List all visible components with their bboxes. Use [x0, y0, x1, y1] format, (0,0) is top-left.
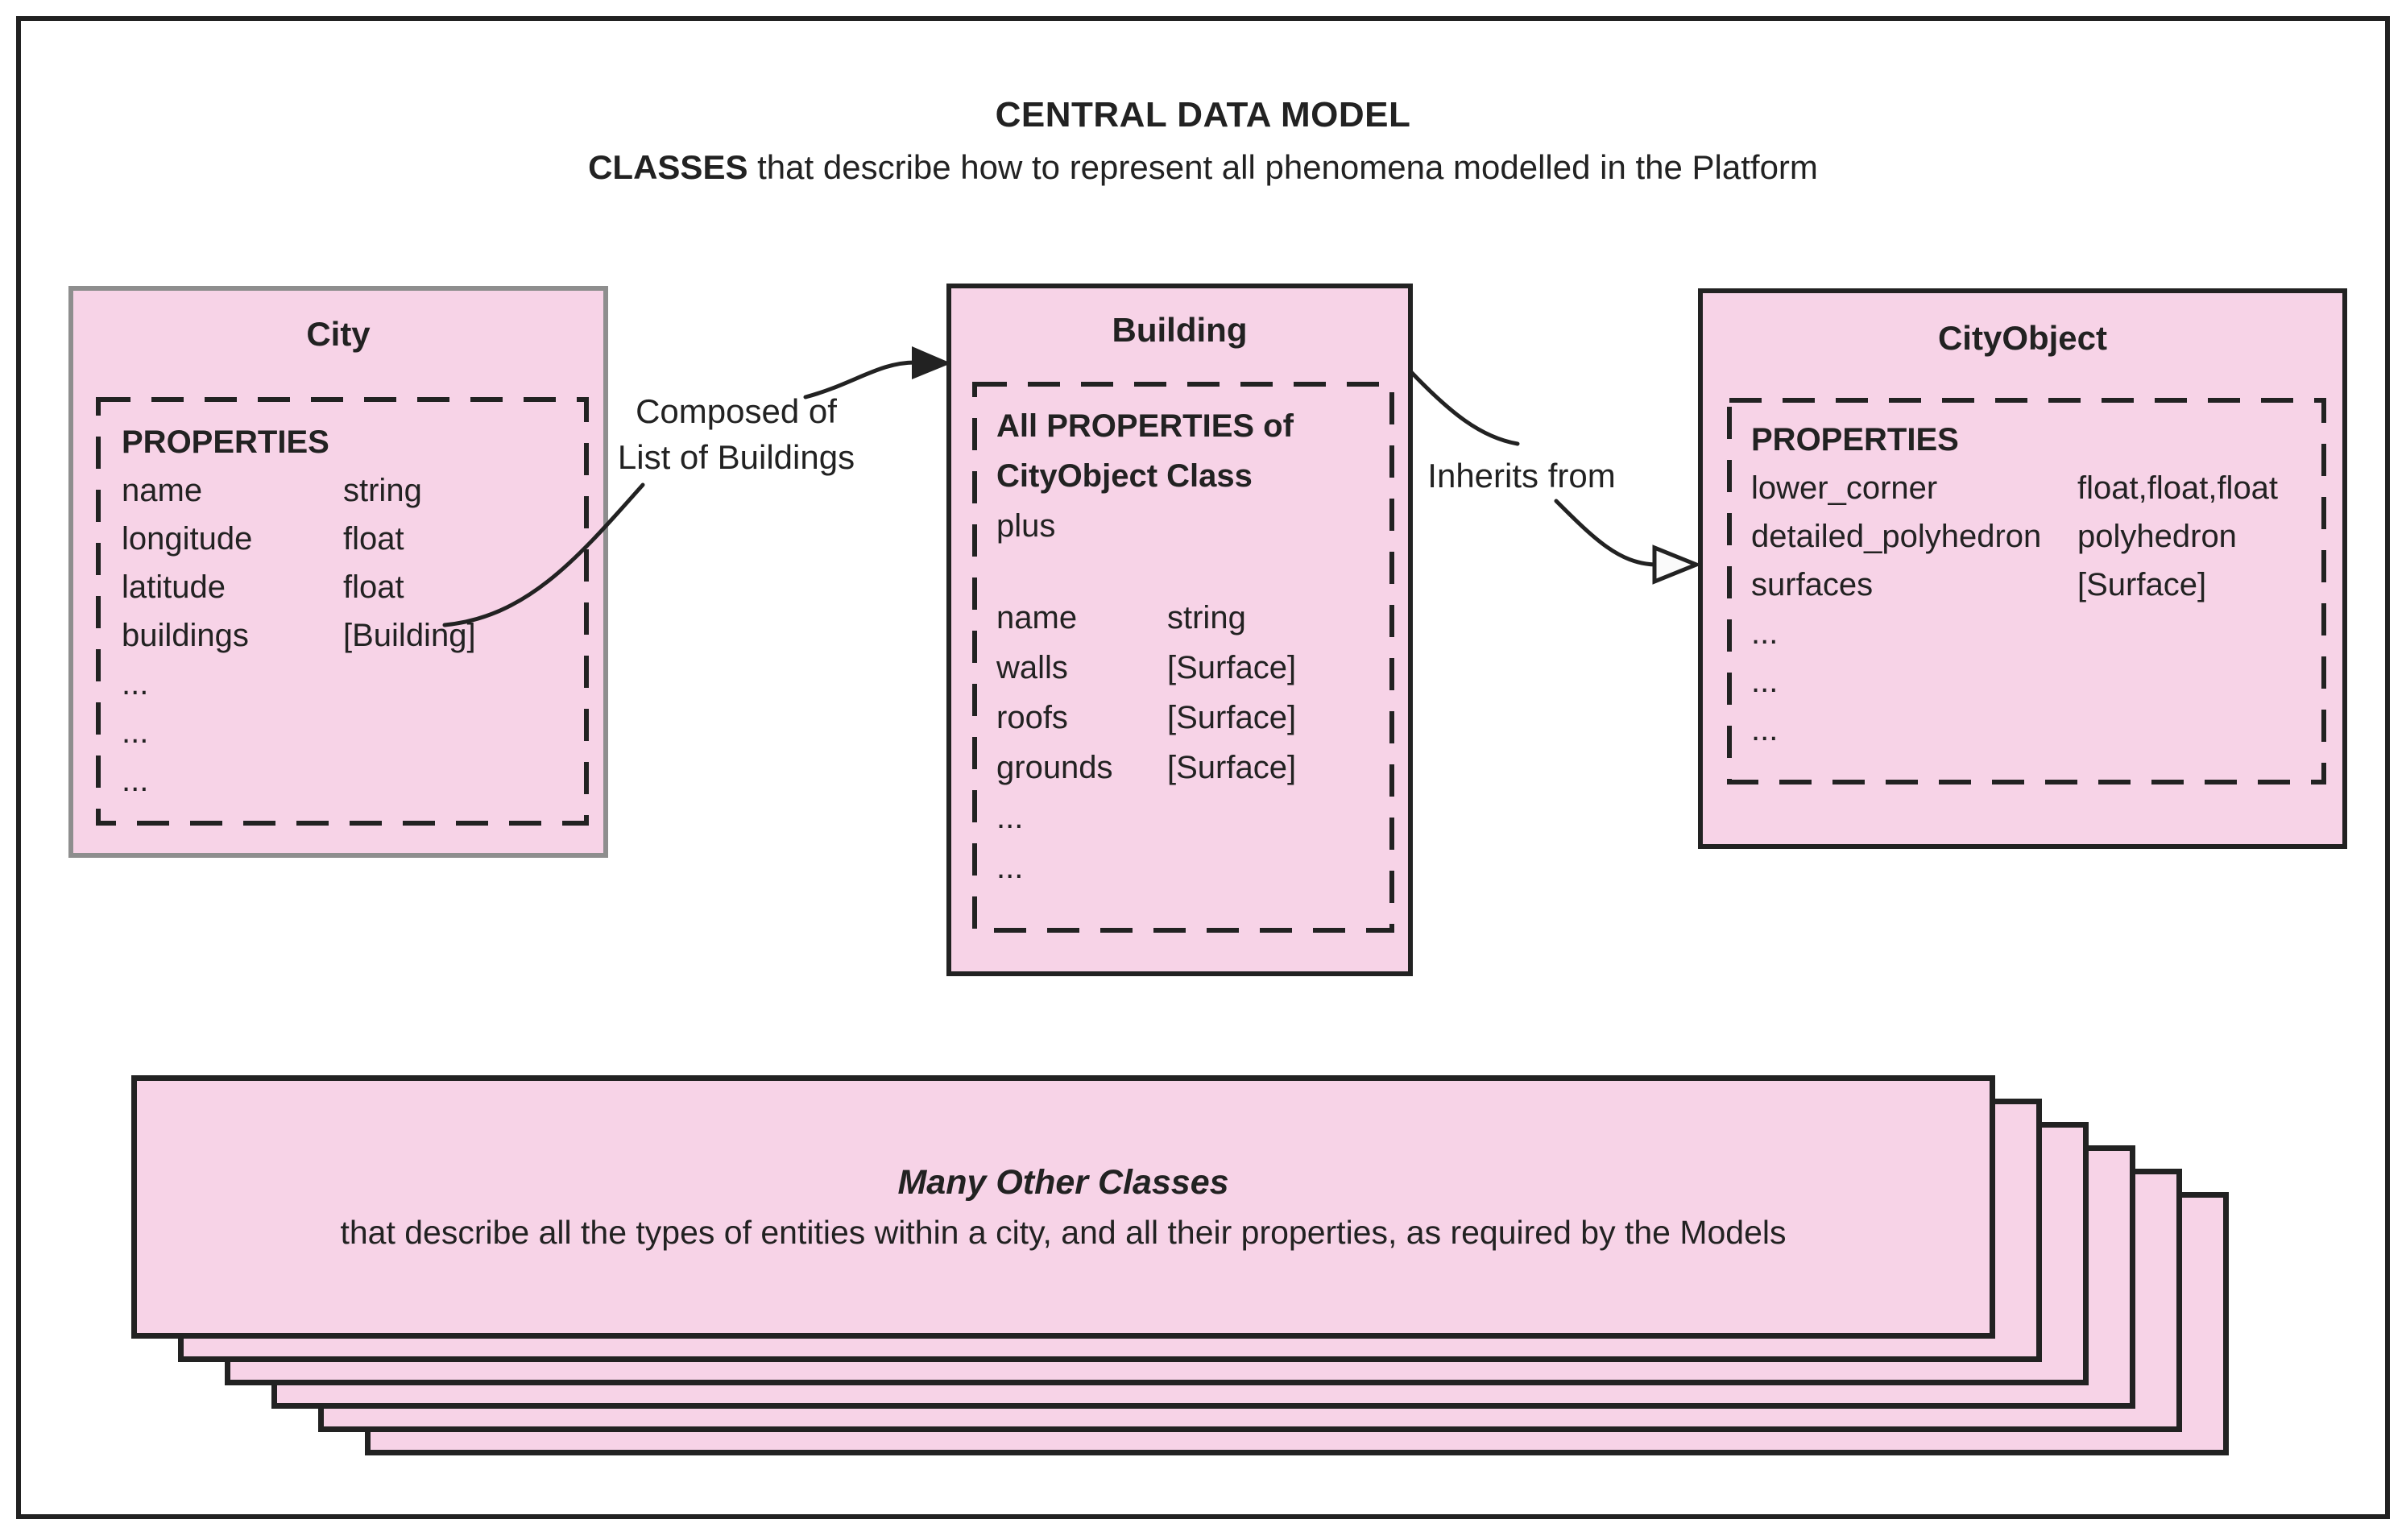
- property-row: walls [Surface]: [996, 643, 1394, 693]
- property-row: surfaces [Surface]: [1751, 561, 2326, 609]
- property-row: ...: [122, 660, 589, 708]
- property-type: string: [1167, 600, 1246, 635]
- cityobject-class-box: CityObject PROPERTIES lower_corner float…: [1698, 288, 2347, 849]
- cityobject-class-title: CityObject: [1937, 319, 2108, 357]
- city-class-title: City: [306, 315, 371, 353]
- property-row: ...: [1751, 657, 2326, 706]
- property-row: ...: [122, 756, 589, 805]
- property-name: ...: [1751, 615, 1779, 651]
- many-other-classes-card: Many Other Classes that describe all the…: [131, 1075, 1995, 1339]
- diagram-subtitle-emphasis: CLASSES: [588, 148, 748, 186]
- property-name: lower_corner: [1751, 470, 1938, 506]
- property-name: roofs: [996, 700, 1068, 735]
- property-name: name: [122, 473, 203, 508]
- property-type: string: [343, 473, 422, 508]
- property-name: ...: [1751, 712, 1779, 747]
- properties-header-line2: CityObject Class: [996, 458, 1253, 494]
- property-name: surfaces: [1751, 567, 1874, 602]
- composed-of-label: Composed of List of Buildings: [535, 388, 938, 480]
- composed-of-label-line2: List of Buildings: [617, 438, 855, 476]
- building-dashed-border: [972, 382, 1394, 933]
- building-class-title: Building: [1112, 311, 1248, 349]
- property-name: name: [996, 600, 1078, 635]
- cityobject-properties-list: PROPERTIES lower_corner float,float,floa…: [1727, 398, 2326, 784]
- many-other-classes-title: Many Other Classes: [897, 1162, 1229, 1202]
- property-row: ...: [122, 708, 589, 756]
- property-row: buildings [Building]: [122, 611, 589, 660]
- property-type: polyhedron: [2077, 519, 2237, 554]
- property-row: detailed_polyhedron polyhedron: [1751, 512, 2326, 561]
- property-type: [Surface]: [1167, 750, 1297, 785]
- building-properties-list: All PROPERTIES of CityObject Class plus …: [972, 382, 1394, 933]
- property-type: [Surface]: [2077, 567, 2207, 602]
- property-type: [Surface]: [1167, 650, 1297, 685]
- property-name: buildings: [122, 618, 249, 653]
- properties-header: PROPERTIES: [1751, 422, 1959, 457]
- city-properties-panel: PROPERTIES name string longitude float l…: [96, 397, 589, 826]
- composed-of-label-line1: Composed of: [636, 392, 837, 430]
- property-name: longitude: [122, 521, 253, 557]
- diagram-title: CENTRAL DATA MODEL: [995, 95, 1411, 135]
- property-name: ...: [996, 850, 1024, 885]
- property-row: roofs [Surface]: [996, 693, 1394, 743]
- property-name: ...: [122, 714, 149, 750]
- property-name: walls: [996, 650, 1068, 685]
- property-row: ...: [996, 793, 1394, 842]
- property-row: longitude float: [122, 515, 589, 563]
- property-type: [Building]: [343, 618, 476, 653]
- cityobject-dashed-border: [1727, 398, 2326, 784]
- property-row: ...: [1751, 609, 2326, 657]
- property-row: ...: [996, 842, 1394, 892]
- properties-header-line1: All PROPERTIES of: [996, 408, 1294, 444]
- cityobject-properties-panel: PROPERTIES lower_corner float,float,floa…: [1727, 398, 2326, 784]
- property-row: name string: [122, 466, 589, 515]
- property-row: latitude float: [122, 563, 589, 611]
- property-name: ...: [122, 763, 149, 798]
- many-other-classes-description: that describe all the types of entities …: [340, 1213, 1787, 1251]
- property-row: ...: [1751, 706, 2326, 754]
- property-row: lower_corner float,float,float: [1751, 464, 2326, 512]
- blank-line: [996, 551, 1394, 593]
- property-type: float: [343, 521, 404, 557]
- property-row: grounds [Surface]: [996, 743, 1394, 793]
- property-name: latitude: [122, 569, 226, 605]
- building-properties-panel: All PROPERTIES of CityObject Class plus …: [972, 382, 1394, 933]
- diagram-subtitle-rest: that describe how to represent all pheno…: [747, 148, 1818, 186]
- building-class-box: Building All PROPERTIES of CityObject Cl…: [946, 284, 1413, 976]
- city-class-box: City PROPERTIES name string longitude fl…: [68, 286, 608, 858]
- diagram-subtitle: CLASSES that describe how to represent a…: [16, 148, 2390, 187]
- properties-header-suffix: plus: [996, 508, 1056, 544]
- property-row: name string: [996, 593, 1394, 643]
- property-name: ...: [1751, 664, 1779, 699]
- properties-header: PROPERTIES: [122, 424, 329, 460]
- property-name: ...: [122, 666, 149, 702]
- property-name: grounds: [996, 750, 1113, 785]
- inherits-from-label: Inherits from: [1427, 457, 1616, 495]
- property-type: float,float,float: [2077, 470, 2279, 506]
- property-name: ...: [996, 800, 1024, 835]
- property-type: float: [343, 569, 404, 605]
- city-properties-list: PROPERTIES name string longitude float l…: [96, 397, 589, 826]
- property-type: [Surface]: [1167, 700, 1297, 735]
- property-name: detailed_polyhedron: [1751, 519, 2042, 554]
